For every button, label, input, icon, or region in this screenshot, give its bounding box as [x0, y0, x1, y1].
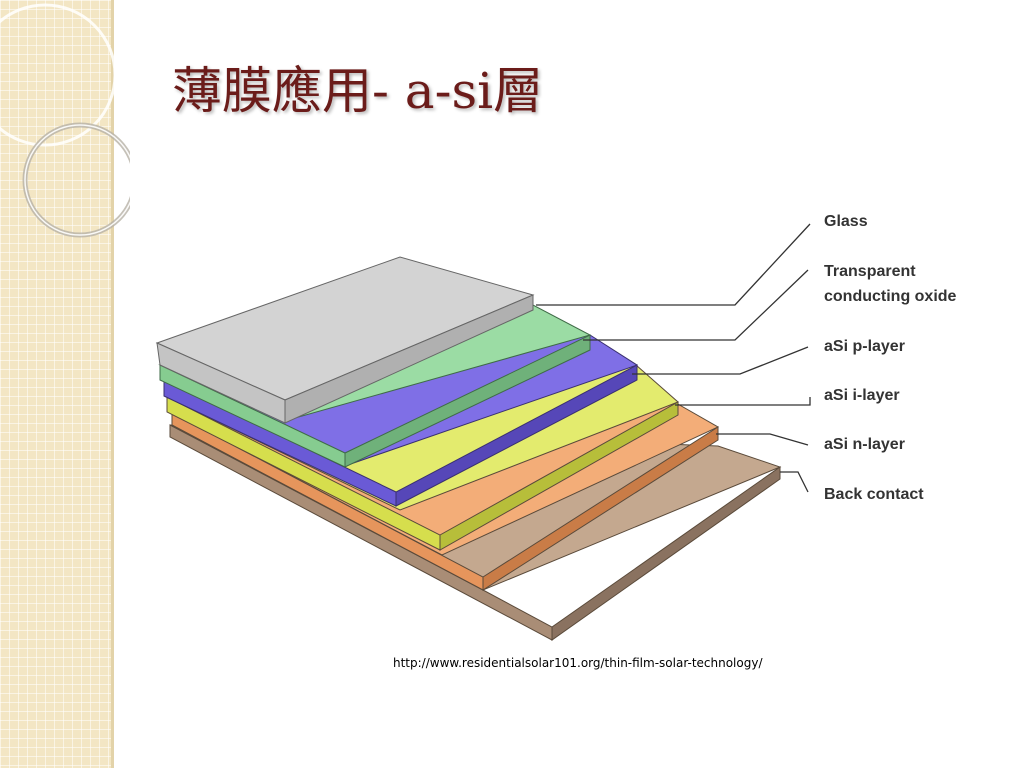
side-strip-edge	[111, 0, 114, 768]
label-glass: Glass	[824, 213, 868, 230]
label-tco-line1: Transparent	[824, 263, 916, 280]
leader-line-i-layer	[675, 397, 811, 406]
glass-side	[284, 294, 534, 424]
label-p-layer: aSi p-layer	[824, 338, 905, 355]
i-layer-side	[439, 401, 679, 551]
back-contact-side	[551, 466, 781, 641]
decorative-circles	[0, 3, 130, 238]
p-layer-side	[395, 364, 638, 507]
label-tco-line2: conducting oxide	[824, 288, 957, 305]
slide-title: 薄膜應用- a-si層	[172, 62, 544, 120]
thin-film-layer-diagram: Glass Transparent conducting oxide aSi p…	[155, 213, 957, 641]
layer-glass	[155, 256, 535, 424]
label-back-contact: Back contact	[824, 486, 924, 503]
leader-line-glass	[536, 223, 811, 306]
n-layer-side	[482, 426, 719, 591]
leader-line-back-contact	[780, 471, 809, 493]
leader-line-tco	[583, 269, 809, 341]
label-n-layer: aSi n-layer	[824, 436, 905, 453]
tco-side	[344, 334, 591, 468]
label-i-layer: aSi i-layer	[824, 387, 900, 404]
leader-line-n-layer	[716, 433, 809, 446]
leader-line-p-layer	[632, 346, 809, 375]
source-url: http://www.residentialsolar101.org/thin-…	[393, 656, 763, 670]
